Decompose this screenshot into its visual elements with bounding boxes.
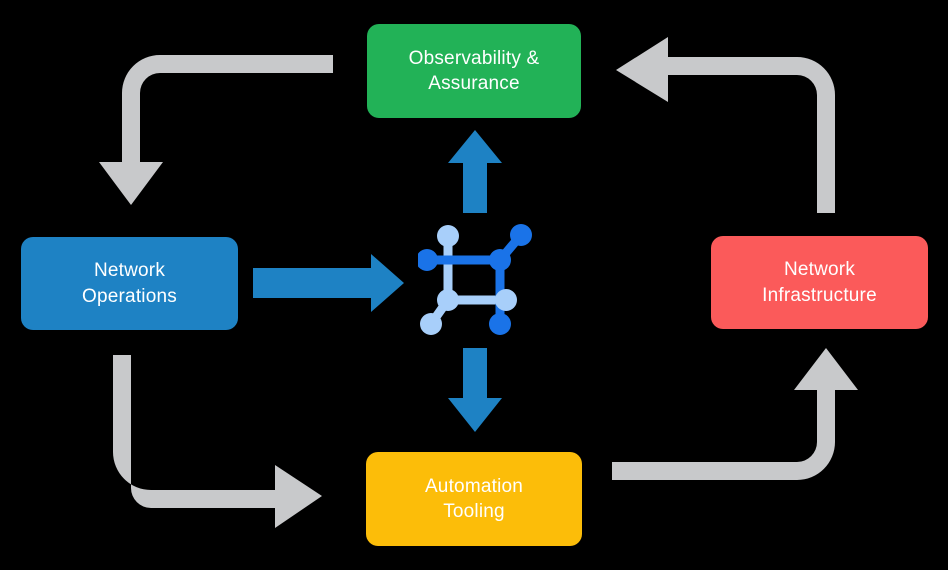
connector-automation-to-infrastructure	[612, 348, 858, 480]
node-network-operations[interactable]: Network Operations	[21, 237, 238, 330]
topology-edges-secondary	[426, 231, 511, 329]
connector-observability-to-operations	[99, 55, 333, 205]
connector-infrastructure-to-observability	[616, 37, 835, 213]
connector-operations-to-automation	[113, 355, 322, 528]
arrow-center-to-observability	[448, 130, 502, 213]
node-observability-assurance[interactable]: Observability & Assurance	[367, 24, 581, 118]
node-label-network-infrastructure: Network Infrastructure	[762, 259, 877, 306]
node-label-observability-assurance: Observability & Assurance	[408, 47, 540, 94]
node-automation-tooling[interactable]: Automation Tooling	[366, 452, 582, 546]
node-label-automation-tooling: Automation Tooling	[424, 475, 524, 522]
arrow-center-to-automation	[448, 348, 502, 432]
topology-nodes-secondary	[420, 225, 517, 335]
topology-nodes-primary	[416, 224, 532, 335]
network-topology-icon	[416, 218, 540, 340]
node-network-infrastructure[interactable]: Network Infrastructure	[711, 236, 928, 329]
node-label-network-operations: Network Operations	[82, 260, 177, 307]
arrow-operations-to-center	[253, 254, 404, 312]
